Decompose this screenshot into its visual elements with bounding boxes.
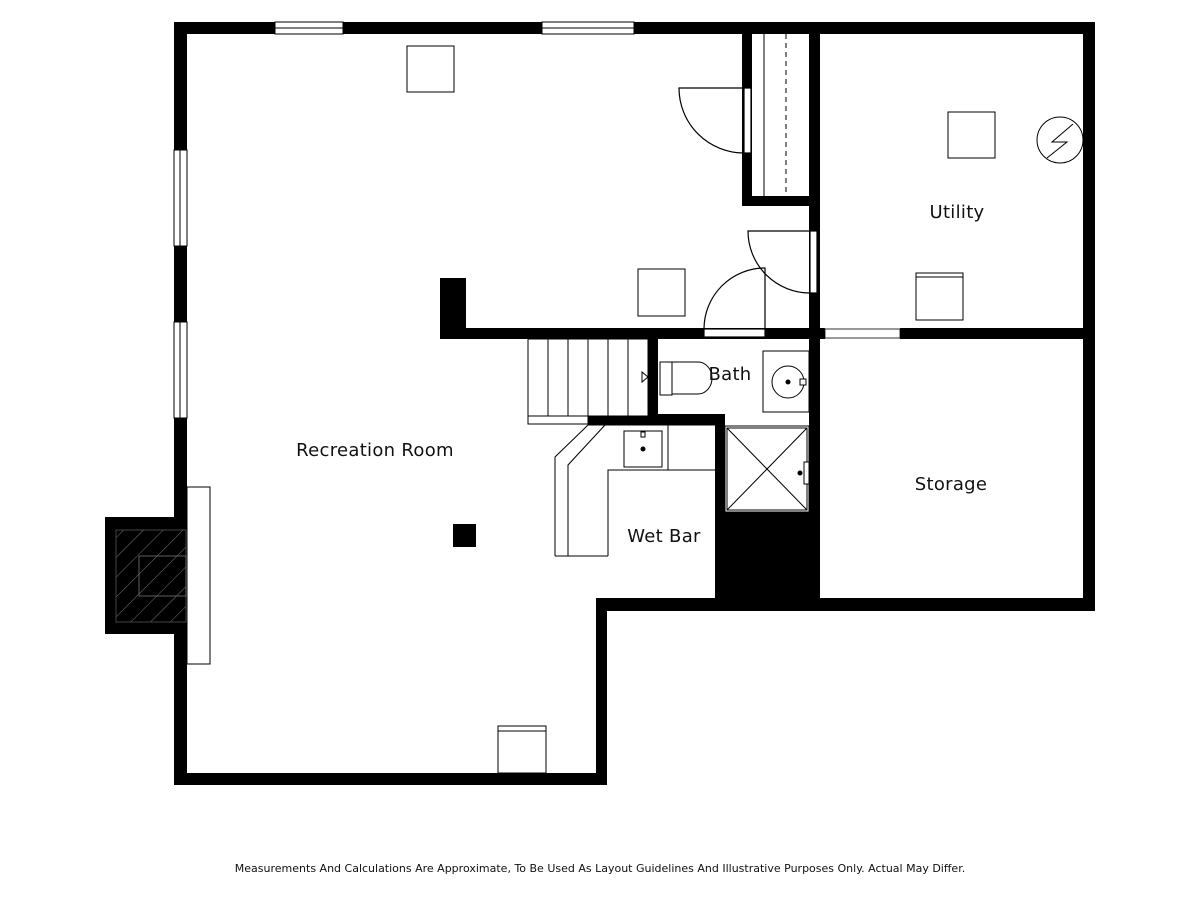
interior-walls	[440, 22, 1095, 611]
windows	[173, 21, 635, 774]
wet-bar-counter	[554, 424, 715, 557]
window-bottom	[497, 725, 547, 774]
ceiling-fixture-top	[406, 45, 455, 93]
room-label-utility: Utility	[929, 202, 984, 223]
ceiling-fixture-center	[637, 268, 686, 317]
shower	[724, 425, 810, 513]
room-label-storage: Storage	[915, 474, 988, 495]
staircase	[527, 338, 649, 425]
closet-shelf	[763, 34, 787, 196]
room-label-recreation: Recreation Room	[296, 440, 454, 461]
fireplace-hearth	[186, 486, 211, 665]
doors	[678, 87, 818, 338]
bath-sink	[762, 350, 810, 413]
fireplace	[105, 486, 211, 665]
bath-door	[703, 267, 766, 338]
utility-opening	[824, 328, 901, 339]
room-label-wet-bar: Wet Bar	[627, 526, 701, 547]
disclaimer-text: Measurements And Calculations Are Approx…	[234, 862, 966, 875]
support-column	[453, 524, 476, 547]
room-label-bath: Bath	[708, 364, 751, 385]
utility-fixture-upper	[947, 111, 996, 159]
toilet	[641, 361, 713, 396]
utility-fixture-lower	[915, 272, 964, 321]
bath-fixtures	[641, 350, 810, 513]
water-heater-icon	[1036, 116, 1084, 164]
bar-sink	[623, 430, 663, 468]
utility-door	[747, 230, 818, 294]
closet-door	[678, 87, 752, 154]
